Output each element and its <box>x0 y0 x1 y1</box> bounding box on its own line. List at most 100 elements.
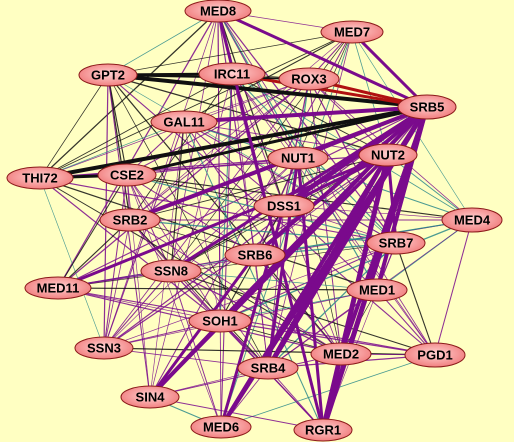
node-dss1[interactable]: DSS1 <box>253 194 315 218</box>
node-ellipse <box>441 207 503 233</box>
node-irc11[interactable]: IRC11 <box>198 62 266 86</box>
node-label: PGD1 <box>417 348 452 363</box>
edge-srb2-srb7 <box>129 219 397 244</box>
edge-sin4-rgr1 <box>149 396 324 431</box>
edge-nut1-srb4 <box>266 156 300 370</box>
node-label: MED2 <box>323 347 359 362</box>
edge-med8-ssn8 <box>170 10 219 272</box>
node-ellipse <box>310 342 372 366</box>
node-med1[interactable]: MED1 <box>346 278 408 302</box>
node-ssn8[interactable]: SSN8 <box>140 259 202 283</box>
node-pgd1[interactable]: PGD1 <box>404 342 466 368</box>
node-label: IRC11 <box>214 67 250 82</box>
edge-med8-gpt2 <box>107 10 219 76</box>
node-ellipse <box>120 385 180 409</box>
edge-irc11-pgd1 <box>231 73 436 356</box>
node-label: SRB5 <box>410 100 445 115</box>
edge-pgd1-med6 <box>220 354 436 428</box>
node-label: GPT2 <box>91 68 125 83</box>
node-label: SOH1 <box>202 314 237 329</box>
node-med8[interactable]: MED8 <box>184 0 252 23</box>
node-cse2[interactable]: CSE2 <box>97 163 157 187</box>
node-ssn3[interactable]: SSN3 <box>74 336 134 360</box>
node-ellipse <box>224 243 286 267</box>
edge-med7-gal11 <box>183 31 353 123</box>
node-med6[interactable]: MED6 <box>190 415 252 439</box>
edge-rox3-dss1 <box>283 78 310 207</box>
node-srb2[interactable]: SRB2 <box>99 208 161 232</box>
edge-srb5-med8 <box>216 9 429 109</box>
node-rox3[interactable]: ROX3 <box>278 67 340 91</box>
edge-nut1-srb7 <box>297 157 397 244</box>
edge-rox3-cse2 <box>126 78 310 176</box>
node-ellipse <box>99 208 161 232</box>
node-label: ROX3 <box>291 72 326 87</box>
edge-srb5-med1 <box>375 105 429 292</box>
edge-irc11-soh1 <box>219 73 233 322</box>
edge-srb2-ssn3 <box>103 219 131 349</box>
edge-srb5-thi72 <box>38 105 429 180</box>
edge-srb6-srb4 <box>254 254 269 369</box>
edge-med8-dss1 <box>217 10 285 207</box>
edge-irc11-med6 <box>220 73 233 428</box>
node-ellipse <box>397 94 457 120</box>
edge-gpt2-cse2 <box>107 74 128 176</box>
node-label: MED7 <box>334 25 370 40</box>
node-nut1[interactable]: NUT1 <box>267 146 329 170</box>
edge-nut2-med2 <box>339 153 390 356</box>
node-ellipse <box>78 63 138 87</box>
edge-ssn8-ssn3 <box>103 270 172 349</box>
node-nut2[interactable]: NUT2 <box>358 143 418 167</box>
edge-gpt2-ssn3 <box>103 74 109 349</box>
edge-ssn8-med2 <box>170 270 342 355</box>
edge-srb5-ssn8 <box>169 105 429 273</box>
edge-med11-med1 <box>57 287 378 291</box>
node-ellipse <box>278 67 340 91</box>
node-gal11[interactable]: GAL11 <box>150 110 218 134</box>
node-label: RGR1 <box>305 423 341 438</box>
edge-gal11-thi72 <box>39 121 185 179</box>
edge-gal11-srb7 <box>183 121 397 244</box>
node-rgr1[interactable]: RGR1 <box>293 418 353 442</box>
edge-gal11-ssn8 <box>170 121 185 272</box>
node-label: NUT1 <box>281 151 315 166</box>
node-srb7[interactable]: SRB7 <box>366 231 426 255</box>
node-sin4[interactable]: SIN4 <box>120 385 180 409</box>
node-med11[interactable]: MED11 <box>24 276 92 300</box>
edge-srb7-pgd1 <box>395 242 436 356</box>
edge-nut1-ssn8 <box>170 157 299 272</box>
edge-srb5-med2 <box>339 105 429 356</box>
node-ellipse <box>404 342 466 368</box>
edge-dss1-med6 <box>219 204 286 429</box>
node-srb6[interactable]: SRB6 <box>224 243 286 267</box>
edge-med7-sin4 <box>149 31 353 398</box>
edge-thi72-srb7 <box>39 177 397 244</box>
node-label: SRB7 <box>379 236 414 251</box>
edge-nut2-srb7 <box>386 153 398 245</box>
node-ellipse <box>97 163 157 187</box>
edge-gal11-rgr1 <box>183 121 324 431</box>
node-label: SRB2 <box>113 213 148 228</box>
node-med2[interactable]: MED2 <box>310 342 372 366</box>
edge-med7-thi72 <box>39 31 353 179</box>
edge-cse2-srb6 <box>126 174 256 256</box>
node-srb4[interactable]: SRB4 <box>237 356 299 380</box>
edge-nut2-med11 <box>56 153 390 290</box>
node-thi72[interactable]: THI72 <box>6 166 74 190</box>
edge-cse2-ssn3 <box>103 174 128 349</box>
node-soh1[interactable]: SOH1 <box>188 309 252 333</box>
node-med7[interactable]: MED7 <box>320 20 384 44</box>
node-med4[interactable]: MED4 <box>441 207 503 233</box>
node-ellipse <box>320 20 384 44</box>
node-ellipse <box>293 418 353 442</box>
node-srb5[interactable]: SRB5 <box>397 94 457 120</box>
node-label: SRB6 <box>238 248 273 263</box>
edge-ssn8-med1 <box>170 270 378 291</box>
edge-dss1-med4 <box>283 205 473 221</box>
edge-gpt2-sin4 <box>107 74 151 398</box>
edge-thi72-soh1 <box>39 177 221 322</box>
node-label: NUT2 <box>371 148 405 163</box>
node-ellipse <box>24 276 92 300</box>
node-gpt2[interactable]: GPT2 <box>78 63 138 87</box>
